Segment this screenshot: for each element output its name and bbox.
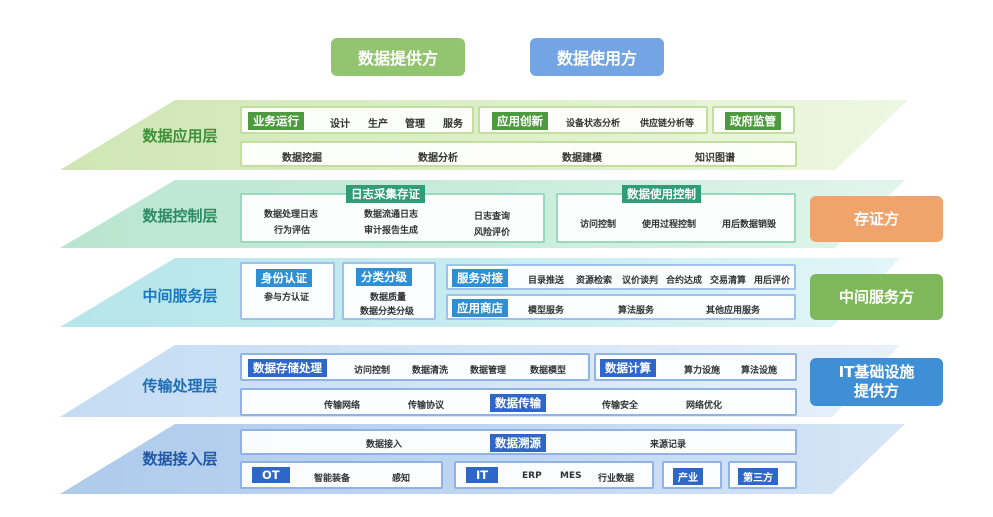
- biz-operation-box: 业务运行 设计 生产 管理 服务: [240, 106, 474, 134]
- identity-item: 参与方认证: [264, 293, 310, 303]
- storage-box: 数据存储处理 访问控制 数据清洗 数据管理 数据模型: [240, 353, 590, 381]
- app-bottom-item: 数据分析: [418, 153, 458, 164]
- gov-regulation-tag: 政府监管: [725, 112, 781, 130]
- gov-regulation-box: 政府监管: [712, 106, 795, 134]
- log-item: 行为评估: [274, 226, 311, 236]
- transfer-item: 传输安全: [602, 401, 639, 411]
- use-control-item: 访问控制: [580, 220, 617, 230]
- ot-item: 智能装备: [314, 474, 351, 484]
- app-bottom-item: 数据挖掘: [282, 153, 322, 164]
- industry-tag: 产业: [673, 468, 703, 485]
- biz-item: 服务: [443, 119, 463, 130]
- it-item: ERP: [522, 471, 542, 481]
- transfer-item: 传输网络: [324, 401, 361, 411]
- compute-item: 算力设施: [684, 366, 721, 376]
- storage-item: 访问控制: [354, 366, 391, 376]
- app-innovation-tag: 应用创新: [492, 112, 548, 130]
- it-item: MES: [560, 471, 582, 481]
- service-connect-item: 用后评价: [754, 276, 791, 286]
- app-store-item: 算法服务: [618, 306, 655, 316]
- third-party-box: 第三方: [728, 461, 797, 489]
- log-evidence-tag: 日志采集存证: [346, 185, 425, 203]
- use-control-tag: 数据使用控制: [622, 185, 701, 203]
- classification-item: 数据质量: [370, 293, 407, 303]
- infra-provider-pill: IT基础设施 提供方: [810, 358, 943, 406]
- trace-tag: 数据溯源: [490, 434, 546, 452]
- biz-item: 管理: [405, 119, 425, 130]
- service-connect-item: 交易清算: [710, 276, 747, 286]
- ingest-layer-title: 数据接入层: [142, 449, 218, 468]
- industry-box: 产业: [662, 461, 722, 489]
- app-bottom-item: 数据建模: [562, 153, 602, 164]
- middle-layer-title: 中间服务层: [142, 286, 218, 305]
- data-user-pill: 数据使用方: [530, 38, 664, 76]
- log-item: 日志查询: [474, 212, 511, 222]
- service-connect-item: 目录推送: [528, 276, 565, 286]
- compute-tag: 数据计算: [600, 359, 656, 377]
- service-connect-tag: 服务对接: [452, 269, 508, 287]
- compute-box: 数据计算 算力设施 算法设施: [594, 353, 797, 381]
- transfer-layer-title: 传输处理层: [142, 376, 218, 395]
- app-store-item: 模型服务: [528, 306, 565, 316]
- log-item: 风险评价: [474, 228, 511, 238]
- transfer-item: 网络优化: [686, 401, 723, 411]
- app-layer-title: 数据应用层: [142, 126, 218, 145]
- classification-tag: 分类分级: [356, 268, 412, 286]
- service-connect-item: 合约达成: [666, 276, 703, 286]
- app-bottom-item: 知识图谱: [695, 153, 735, 164]
- app-store-box: 应用商店 模型服务 算法服务 其他应用服务: [446, 294, 796, 320]
- storage-tag: 数据存储处理: [248, 359, 327, 377]
- compute-item: 算法设施: [741, 366, 778, 376]
- control-layer-title: 数据控制层: [142, 206, 218, 225]
- service-connect-item: 资源检索: [576, 276, 613, 286]
- ot-box: OT 智能装备 感知: [240, 461, 443, 489]
- trace-item: 来源记录: [650, 440, 687, 450]
- ot-item: 感知: [392, 474, 411, 484]
- infra-provider-line2: 提供方: [853, 382, 899, 400]
- transfer-item: 传输协议: [408, 401, 445, 411]
- trace-box: 数据接入 数据溯源 来源记录: [240, 429, 797, 455]
- app-store-tag: 应用商店: [452, 299, 508, 317]
- data-provider-pill: 数据提供方: [331, 38, 465, 76]
- identity-tag: 身份认证: [256, 269, 312, 287]
- biz-operation-tag: 业务运行: [248, 112, 304, 130]
- biz-item: 生产: [368, 119, 388, 130]
- storage-item: 数据管理: [470, 366, 507, 376]
- app-store-item: 其他应用服务: [706, 306, 761, 316]
- middle-service-party-pill: 中间服务方: [810, 274, 943, 320]
- log-item: 数据流通日志: [364, 210, 419, 220]
- infra-provider-line1: IT基础设施: [838, 363, 915, 381]
- service-connect-item: 议价谈判: [622, 276, 659, 286]
- use-control-item: 用后数据销毁: [722, 220, 777, 230]
- it-tag: IT: [466, 467, 499, 483]
- biz-item: 设计: [330, 119, 350, 130]
- it-box: IT ERP MES 行业数据: [454, 461, 654, 489]
- innovation-item: 供应链分析等: [640, 119, 695, 129]
- use-control-item: 使用过程控制: [642, 220, 697, 230]
- app-innovation-box: 应用创新 设备状态分析 供应链分析等: [478, 106, 708, 134]
- transfer-tag: 数据传输: [490, 394, 546, 412]
- service-connect-box: 服务对接 目录推送 资源检索 议价谈判 合约达成 交易清算 用后评价: [446, 264, 796, 290]
- identity-box: 身份认证 参与方认证: [240, 262, 335, 320]
- trace-item: 数据接入: [366, 440, 403, 450]
- storage-item: 数据模型: [530, 366, 567, 376]
- transfer-box: 传输网络 传输协议 数据传输 传输安全 网络优化: [240, 388, 797, 416]
- classification-item: 数据分类分级: [360, 307, 415, 317]
- log-item: 审计报告生成: [364, 226, 419, 236]
- log-item: 数据处理日志: [264, 210, 319, 220]
- evidence-party-pill: 存证方: [810, 196, 943, 242]
- third-party-tag: 第三方: [738, 468, 778, 485]
- app-bottom-box: 数据挖掘 数据分析 数据建模 知识图谱: [240, 141, 797, 167]
- storage-item: 数据清洗: [412, 366, 449, 376]
- ot-tag: OT: [252, 467, 290, 483]
- classification-box: 分类分级 数据质量 数据分类分级: [342, 262, 436, 320]
- innovation-item: 设备状态分析: [566, 119, 621, 129]
- it-item: 行业数据: [598, 474, 635, 484]
